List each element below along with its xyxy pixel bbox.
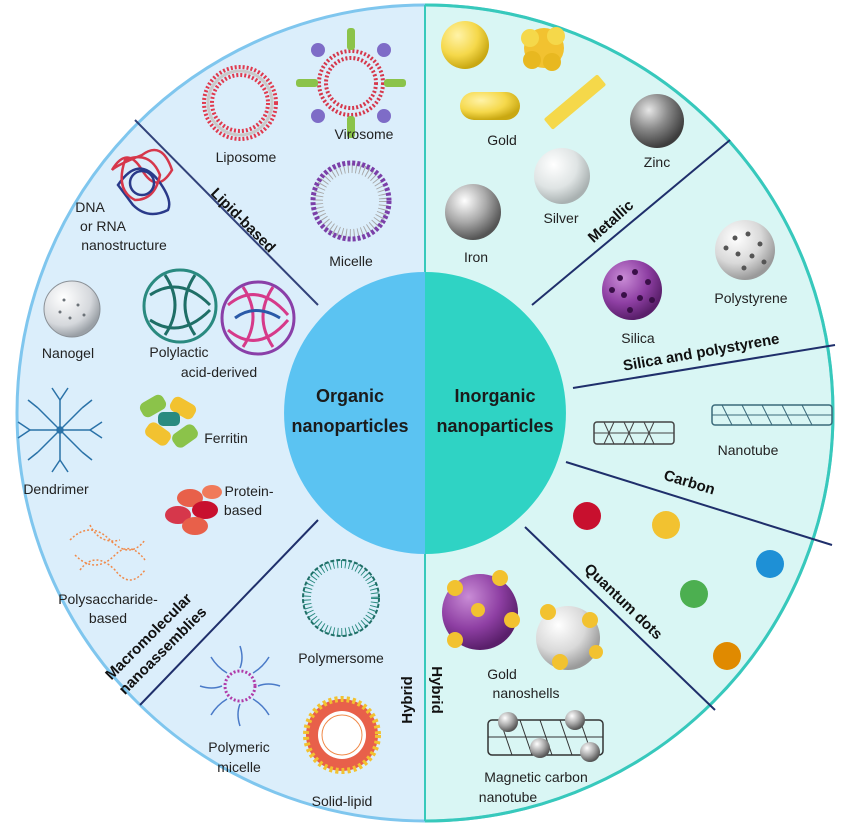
inorganic-title-line2: nanoparticles xyxy=(436,416,553,436)
label-polylactic-line2: acid-derived xyxy=(181,364,257,380)
label-dna-line2: or RNA xyxy=(80,218,127,234)
divider-macro-hybrid xyxy=(139,519,319,706)
dna-nanostructure-icon xyxy=(110,148,174,216)
label-solid-lipid: Solid-lipid xyxy=(312,793,373,809)
sector-dividers xyxy=(134,119,836,711)
organic-title-line2: nanoparticles xyxy=(291,416,408,436)
label-dendrimer: Dendrimer xyxy=(23,481,89,497)
divider-qdots-hybrid xyxy=(524,526,716,711)
virosome-icon xyxy=(296,28,406,138)
label-dna-line1: DNA xyxy=(75,199,105,215)
label-silver: Silver xyxy=(543,210,578,226)
polylactic-acid-icon xyxy=(142,268,296,356)
organic-title-line1: Organic xyxy=(316,386,384,406)
label-nanogel: Nanogel xyxy=(42,345,94,361)
carbon-nanotube-icon xyxy=(593,404,833,445)
divider-lipid-macro xyxy=(134,119,319,306)
label-liposome: Liposome xyxy=(216,149,277,165)
ferritin-icon xyxy=(139,394,198,448)
label-polysaccharide-line2: based xyxy=(89,610,127,626)
label-polymersome: Polymersome xyxy=(298,650,384,666)
nanogel-icon xyxy=(43,280,101,338)
label-dna-line3: nanostructure xyxy=(81,237,167,253)
label-virosome: Virosome xyxy=(335,126,394,142)
label-zinc: Zinc xyxy=(644,154,670,170)
divider-carbon-qdots xyxy=(565,461,833,546)
label-polymeric-line2: micelle xyxy=(217,759,261,775)
category-hybrid-left: Hybrid xyxy=(399,676,416,724)
label-magnetic-line1: Magnetic carbon xyxy=(484,769,588,785)
center-circle: Organic nanoparticles Inorganic nanopart… xyxy=(284,272,566,554)
zinc-icon xyxy=(630,94,684,148)
quantum-dots-icon xyxy=(573,502,784,670)
label-protein-line2: based xyxy=(224,502,262,518)
protein-based-icon xyxy=(165,485,222,535)
silver-icon xyxy=(534,148,590,204)
label-nanotube: Nanotube xyxy=(718,442,779,458)
dendrimer-icon xyxy=(17,387,103,473)
polymeric-micelle-icon xyxy=(199,645,281,727)
label-polylactic-line1: Polylactic xyxy=(149,344,208,360)
polystyrene-icon xyxy=(715,220,775,280)
label-silica: Silica xyxy=(621,330,655,346)
label-iron: Iron xyxy=(464,249,488,265)
label-gold-nanoshells-line2: nanoshells xyxy=(493,685,560,701)
label-micelle: Micelle xyxy=(329,253,373,269)
label-polysaccharide-line1: Polysaccharide- xyxy=(58,591,158,607)
silica-icon xyxy=(602,260,662,320)
gold-nanoparticles-icon xyxy=(441,21,606,130)
micelle-icon xyxy=(310,160,392,242)
label-gold-nanoshells-line1: Gold xyxy=(487,666,517,682)
magnetic-carbon-nanotube-icon xyxy=(487,710,604,762)
solid-lipid-icon xyxy=(303,696,381,774)
liposome-icon xyxy=(202,65,278,141)
outer-ring-right xyxy=(424,3,835,823)
category-hybrid-right: Hybrid xyxy=(428,666,445,714)
divider-metallic-silica xyxy=(531,139,731,306)
inorganic-title-line1: Inorganic xyxy=(454,386,535,406)
polysaccharide-icon xyxy=(69,524,146,581)
iron-icon xyxy=(445,184,501,240)
label-polymeric-line1: Polymeric xyxy=(208,739,269,755)
label-gold: Gold xyxy=(487,132,517,148)
label-protein-line1: Protein- xyxy=(224,483,273,499)
divider-silica-carbon xyxy=(572,344,836,389)
label-polystyrene: Polystyrene xyxy=(714,290,787,306)
label-ferritin: Ferritin xyxy=(204,430,248,446)
polymersome-icon xyxy=(302,559,380,637)
label-magnetic-line2: nanotube xyxy=(479,789,538,805)
gold-nanoshells-icon xyxy=(442,570,603,670)
